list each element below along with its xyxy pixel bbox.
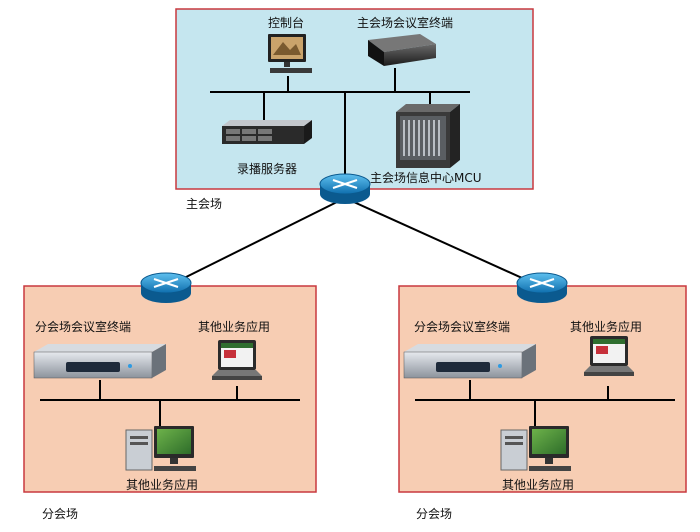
mcu-label: 主会场信息中心MCU <box>370 171 482 185</box>
desktop-pc-icon <box>500 426 571 471</box>
router-icon <box>140 272 192 303</box>
terminal-icon <box>33 344 166 379</box>
laptop-icon <box>584 336 634 376</box>
branch-right-bus <box>415 380 675 428</box>
branch-right-box <box>398 285 687 493</box>
console-label: 控制台 <box>268 16 305 30</box>
branch-left-bus <box>40 380 300 428</box>
router-icon <box>516 272 568 303</box>
desktop-pc-icon <box>125 426 196 471</box>
wan-link-left <box>165 197 346 288</box>
terminal-icon <box>403 344 536 379</box>
mcu-rack-icon <box>396 104 460 168</box>
branch-right-region-label: 分会场 <box>416 507 453 521</box>
router-icon <box>319 173 371 204</box>
recording-server-label: 录播服务器 <box>237 162 298 176</box>
main-terminal-label: 主会场会议室终端 <box>357 16 454 30</box>
server-icon <box>222 120 312 144</box>
branch-right-pc-label: 其他业务应用 <box>502 478 575 492</box>
laptop-icon <box>212 340 262 380</box>
branch-left-region-label: 分会场 <box>42 507 79 521</box>
terminal-icon <box>368 34 436 66</box>
wan-link-right <box>344 197 543 288</box>
branch-right-terminal-label: 分会场会议室终端 <box>414 320 511 334</box>
branch-right-laptop-label: 其他业务应用 <box>570 320 643 334</box>
monitor-icon <box>268 34 312 73</box>
main-site-box <box>175 8 534 190</box>
branch-left-terminal-label: 分会场会议室终端 <box>35 320 132 334</box>
main-site-region-label: 主会场 <box>186 197 223 211</box>
branch-left-laptop-label: 其他业务应用 <box>198 320 271 334</box>
branch-left-pc-label: 其他业务应用 <box>126 478 199 492</box>
